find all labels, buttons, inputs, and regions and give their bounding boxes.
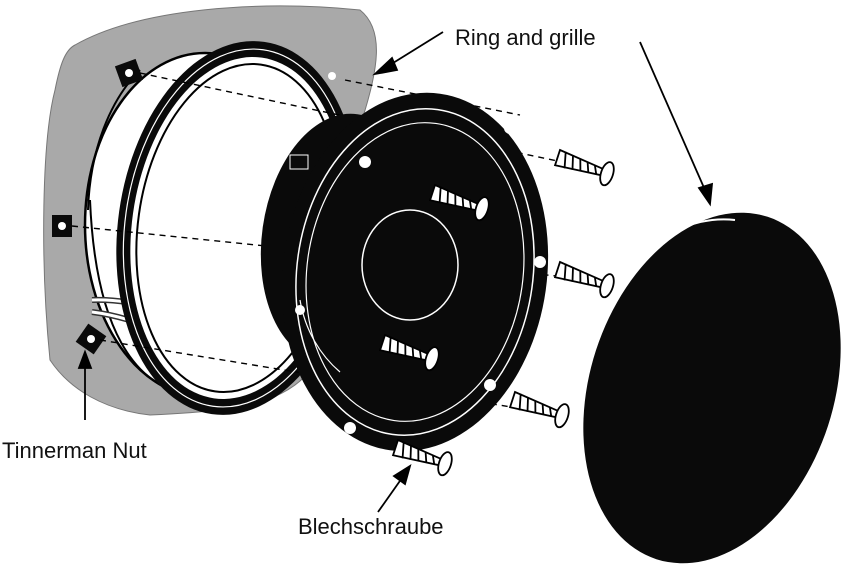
- screw-1: [553, 148, 615, 187]
- screw-5: [508, 390, 570, 429]
- grille: [583, 212, 841, 564]
- label-ring-and-grille: Ring and grille: [455, 25, 596, 50]
- screw-2: [428, 183, 490, 222]
- callout-arrows: [77, 31, 714, 513]
- screw-4: [378, 333, 440, 372]
- label-tinnerman-nut: Tinnerman Nut: [2, 438, 147, 463]
- tinnerman-nut-clips: [52, 58, 144, 355]
- speaker-driver: [260, 92, 549, 452]
- screw-3: [553, 260, 615, 299]
- screws: [378, 148, 615, 477]
- label-blechschraube: Blechschraube: [298, 514, 444, 539]
- screw-6: [391, 438, 453, 477]
